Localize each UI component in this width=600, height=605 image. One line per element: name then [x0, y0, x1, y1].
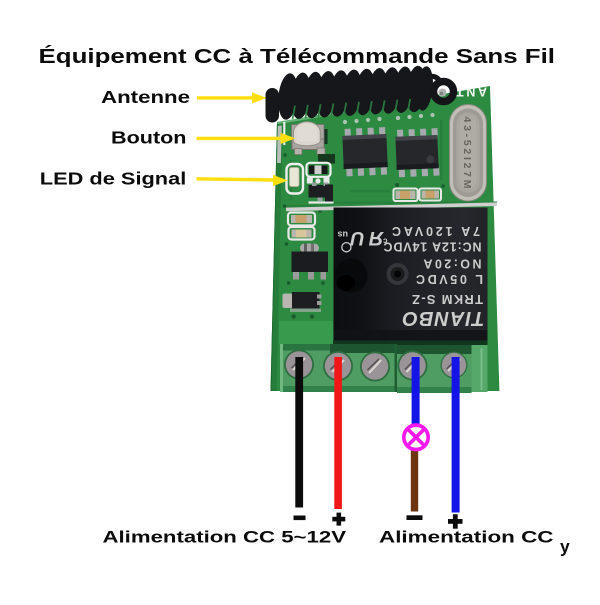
svg-text:ANT: ANT	[456, 85, 487, 99]
svg-text:Alimentation CC: Alimentation CC	[379, 529, 554, 547]
svg-text:Antenne: Antenne	[101, 87, 190, 107]
svg-text:NC:12A 14VDC: NC:12A 14VDC	[384, 240, 482, 254]
svg-text:43-52I27M: 43-52I27M	[461, 117, 473, 189]
svg-text:Équipement CC à Télécommande S: Équipement CC à Télécommande Sans Fil	[39, 45, 556, 68]
svg-text:y: y	[560, 537, 570, 557]
svg-text:Bouton: Bouton	[111, 128, 187, 148]
svg-text:LED de Signal: LED de Signal	[40, 168, 187, 188]
svg-text:TRKM S-Z: TRKM S-Z	[412, 292, 483, 307]
svg-text:7A 120VAC: 7A 120VAC	[392, 224, 480, 238]
svg-text:c: c	[383, 237, 388, 246]
svg-text:us: us	[337, 230, 348, 240]
svg-text:Alimentation CC 5~12V: Alimentation CC 5~12V	[103, 529, 347, 547]
svg-text:TIANBO: TIANBO	[402, 307, 484, 329]
